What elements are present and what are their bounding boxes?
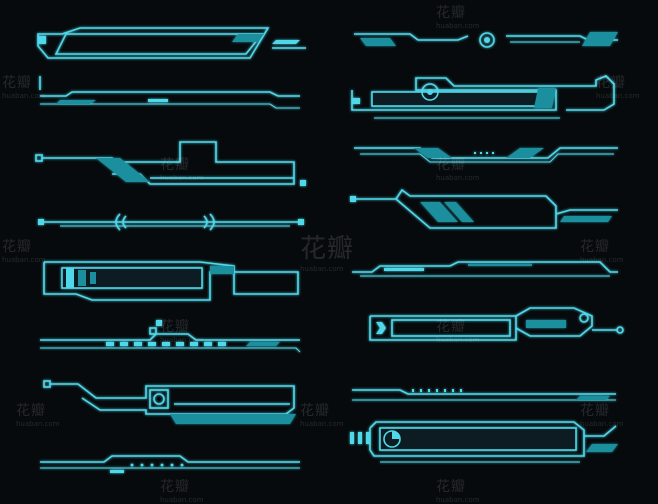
divider-circle-top-right [354,32,618,48]
frame-connector [350,188,618,229]
divider-step [352,261,618,277]
ruler-ticks [412,389,462,392]
frame-gauge-panel [350,421,618,463]
divider-dashed [40,320,301,353]
divider-ruler [352,389,616,401]
dash-segments [106,342,226,346]
dot-row [130,463,184,467]
divider-pips [354,147,618,163]
frame-arrow-panel [369,307,624,341]
divider-dotted-bottom [40,455,300,473]
frame-window-panel [43,380,296,424]
divider-center-brackets [38,213,304,231]
frame-slanted-top-left [37,27,306,59]
frame-chevron-box [43,261,299,301]
frame-long-bar-circle [351,75,615,119]
frame-tab-header [35,141,306,186]
bar-stack [350,432,370,444]
pip-row [474,152,494,154]
divider-double-line [39,76,300,109]
